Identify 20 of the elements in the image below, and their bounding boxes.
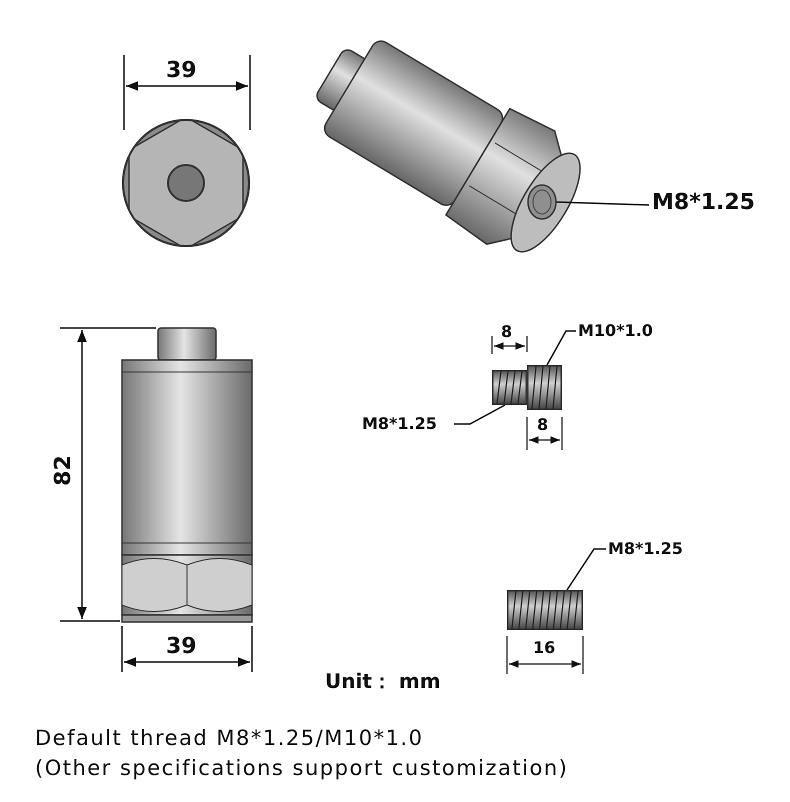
threaded-stud-drawing [507, 590, 583, 630]
note-text: Default thread M8*1.25/M10*1.0 [35, 726, 424, 750]
dimension-value: 82 [50, 455, 76, 486]
dimension-value: 39 [166, 634, 197, 659]
dimension-value: 8 [501, 322, 512, 341]
thread-spec-label: M8*1.25 [362, 413, 437, 435]
thread-section-drawing [492, 370, 527, 405]
thread-spec-label: M8*1.25 [652, 188, 755, 218]
thread-spec-label: M10*1.0 [578, 320, 653, 342]
thread-spec-label: M8*1.25 [608, 538, 683, 560]
leader-line [566, 548, 606, 590]
leader-line [454, 404, 506, 425]
unit-note: Unit： mm [325, 668, 441, 695]
threaded-hole [527, 184, 557, 220]
dimension-value: 16 [533, 638, 556, 657]
dimension-value: 8 [537, 415, 548, 434]
note-text: (Other specifications support customization) [35, 756, 568, 780]
thread-section-drawing [527, 365, 562, 410]
dimension-value: 39 [166, 58, 197, 83]
leader-line [546, 330, 576, 366]
